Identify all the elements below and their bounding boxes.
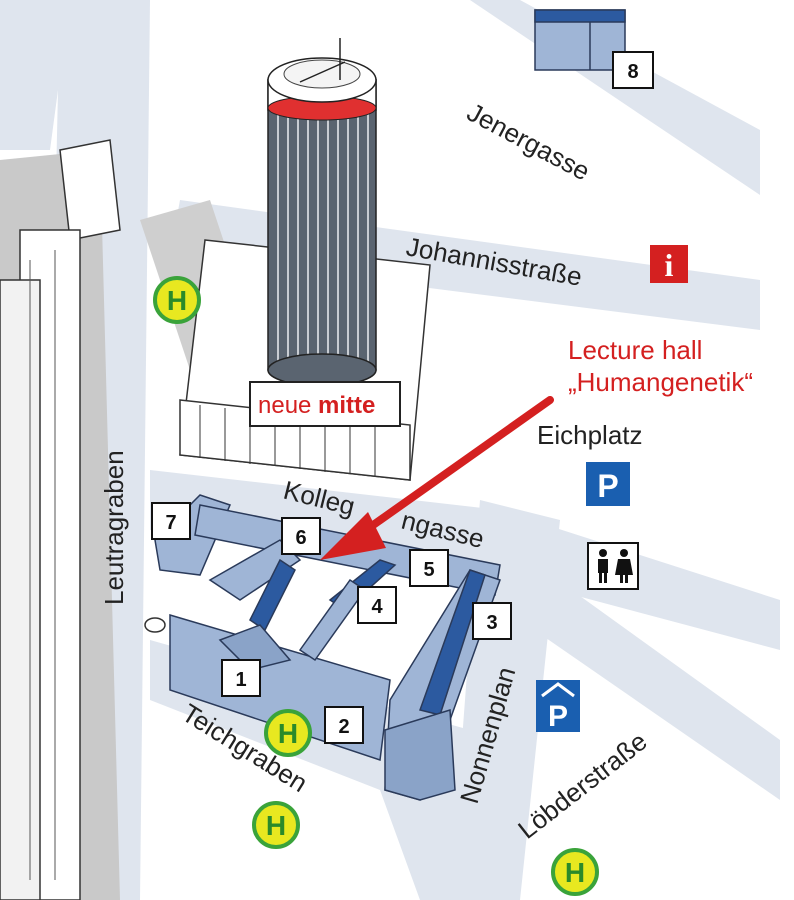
bus-stop-icon[interactable]: H [252,801,300,849]
bus-stop-icon[interactable]: H [551,848,599,896]
tower [267,38,377,387]
building-number-7[interactable]: 7 [151,502,191,540]
svg-text:P: P [548,700,568,733]
street-jenergasse: Jenergasse [462,97,595,187]
svg-text:H: H [266,810,286,841]
building-number-1[interactable]: 1 [221,659,261,697]
small-round-structure [144,617,166,633]
annotation-line-1: Lecture hall [568,335,702,365]
left-buildings [0,139,121,900]
svg-text:H: H [167,285,187,316]
building-number-6[interactable]: 6 [281,517,321,555]
building-number-8[interactable]: 8 [612,51,654,89]
svg-text:H: H [278,718,298,749]
bus-stop-icon[interactable]: H [264,709,312,757]
annotation-line-2: „Humangenetik“ [568,367,753,397]
svg-text:2: 2 [338,716,349,738]
place-eichplatz: Eichplatz [537,420,643,450]
sign-neue: neue [258,392,311,419]
svg-text:i: i [665,247,674,283]
restroom-icon[interactable] [587,542,639,590]
lecture-hall-arrow [320,396,554,560]
info-icon[interactable]: i [650,245,688,283]
svg-text:6: 6 [295,527,306,549]
svg-text:P: P [597,468,618,504]
svg-text:8: 8 [627,61,638,83]
neue-mitte-sign: neue mitte [249,381,401,427]
building-number-4[interactable]: 4 [357,586,397,624]
street-leutragraben: Leutragraben [99,450,129,605]
building-number-2[interactable]: 2 [324,706,364,744]
bus-stop-icon[interactable]: H [153,276,201,324]
svg-text:3: 3 [486,612,497,634]
parking-garage-icon[interactable]: P [536,680,580,733]
parking-icon[interactable]: P [586,462,630,506]
sign-mitte: mitte [318,392,375,419]
svg-text:4: 4 [371,596,383,618]
svg-text:1: 1 [235,669,246,691]
svg-text:H: H [565,857,585,888]
svg-text:5: 5 [423,559,434,581]
svg-text:7: 7 [165,512,176,534]
building-number-3[interactable]: 3 [472,602,512,640]
building-number-5[interactable]: 5 [409,549,449,587]
